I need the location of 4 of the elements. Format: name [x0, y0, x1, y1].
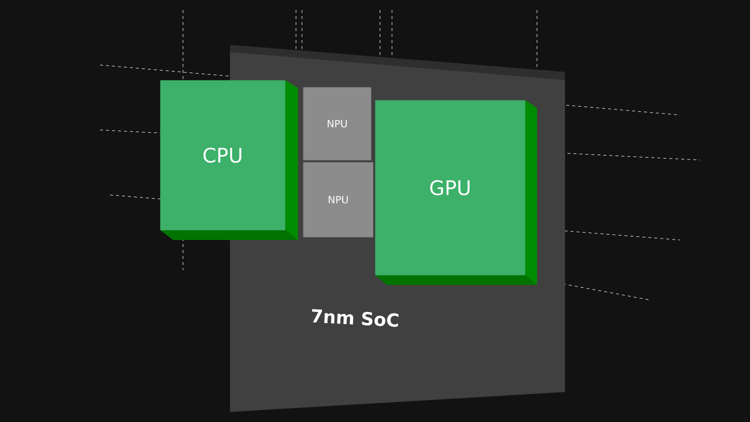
chip-block: NPU — [303, 87, 372, 160]
chip-block: NPU — [303, 162, 374, 238]
chip-block: CPU — [160, 80, 298, 240]
chip-block: GPU — [375, 100, 537, 285]
